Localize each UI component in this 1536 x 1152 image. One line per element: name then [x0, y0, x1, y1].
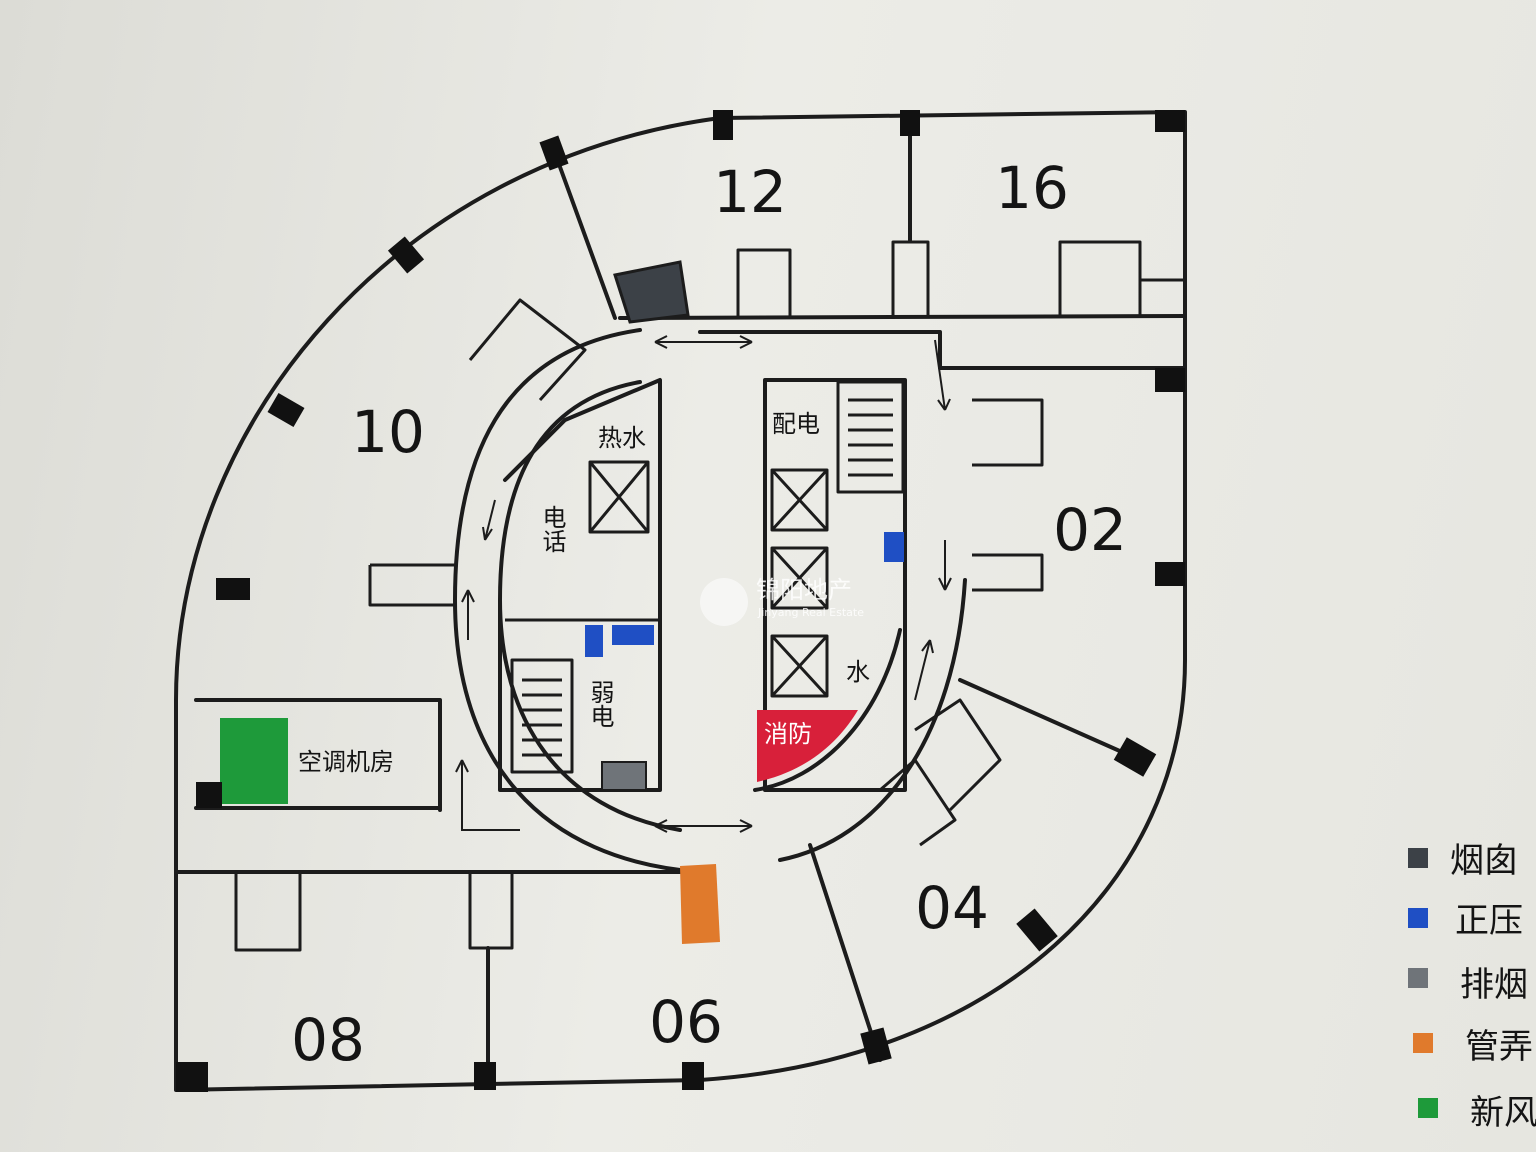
pressure-shaft-west-b: [612, 625, 654, 645]
unit-02-label: 02: [1053, 496, 1127, 564]
corridor-arrows: [455, 335, 952, 833]
legend-swatch-chimney: [1408, 848, 1428, 868]
core-east-curve: [753, 628, 902, 792]
watermark-subtitle: Jinyang Real Estate: [757, 606, 864, 619]
fresh-air-shaft: [220, 718, 288, 804]
hot-water-label: 热水: [598, 424, 646, 452]
legend-label-fresh-air: 新风: [1470, 1093, 1536, 1133]
shaft-02a: [972, 398, 1044, 467]
partition-06-04: [808, 843, 882, 1062]
elevator-east-2-x: [770, 546, 829, 610]
stair-east: [836, 380, 905, 494]
columns: [176, 110, 1185, 1092]
north-corridor-wall: [618, 314, 1187, 320]
legend-label-smoke: 排烟: [1460, 965, 1528, 1005]
water-label: 水: [846, 658, 870, 686]
shaft-06a: [468, 872, 514, 950]
elevator-east-1-x: [770, 468, 829, 532]
stair-west: [510, 658, 574, 774]
pressure-shaft-west-a: [585, 625, 603, 657]
elevator-east-2: [770, 546, 829, 610]
unit-12-label: 12: [713, 158, 787, 226]
west-core: [498, 378, 662, 792]
legend-swatch-pressure: [1408, 908, 1428, 928]
partition-12-10: [550, 143, 617, 320]
legend-swatch-pipe: [1413, 1033, 1433, 1053]
shaft-04a: [914, 698, 1002, 812]
north-corridor-lower: [698, 330, 1187, 370]
partition-02-04: [958, 678, 1142, 762]
smoke-exhaust-shaft: [601, 761, 647, 791]
shaft-10b: [368, 563, 455, 607]
legend-swatch-smoke: [1408, 968, 1428, 988]
watermark-logo-icon: [700, 578, 748, 626]
unit-10-label: 10: [351, 398, 425, 466]
stair-east-steps: [848, 398, 893, 477]
elevator-east-3-x: [770, 634, 829, 698]
shaft-12b: [891, 240, 930, 316]
watermark-title: 锦阳地产: [756, 576, 852, 604]
phone-label: 电话: [538, 505, 566, 553]
legend-label-pressure: 正压: [1455, 901, 1523, 941]
fire-control-room: [757, 710, 858, 782]
shaft-02b: [972, 553, 1044, 592]
elevator-west-x: [588, 461, 650, 533]
shaft-12a: [736, 248, 792, 316]
shaft-04b: [879, 758, 957, 847]
fire-label: 消防: [764, 720, 812, 748]
unit-08-label: 08: [291, 1006, 365, 1074]
unit-04-label: 04: [915, 874, 989, 942]
legend-label-chimney: 烟囱: [1450, 841, 1518, 881]
shaft-08: [234, 872, 302, 952]
unit-06-label: 06: [649, 988, 723, 1056]
pressure-shaft-east: [884, 532, 904, 562]
elevator-east-1: [770, 468, 829, 532]
partition-10-ac: [194, 698, 442, 812]
weak-power-label: 弱电: [586, 680, 614, 728]
stair-west-steps: [522, 678, 562, 757]
legend: 烟囱 正压 排烟 管弄 新风: [1408, 841, 1536, 1133]
corridor-outer-ring: [453, 328, 702, 874]
east-core: [763, 378, 907, 792]
elevator-east-3: [770, 634, 829, 698]
chimney-shaft: [613, 260, 690, 324]
legend-swatch-fresh-air: [1418, 1098, 1438, 1118]
ac-room-label: 空调机房: [298, 748, 394, 776]
pipe-shaft: [680, 864, 720, 944]
shaft-16: [1058, 240, 1142, 316]
corridor-inner-ring: [498, 380, 682, 832]
unit-16-label: 16: [995, 154, 1069, 222]
legend-label-pipe: 管弄: [1465, 1027, 1533, 1067]
power-distribution-label: 配电: [772, 410, 820, 438]
elevator-west: [588, 460, 650, 534]
shaft-10a: [468, 298, 587, 402]
